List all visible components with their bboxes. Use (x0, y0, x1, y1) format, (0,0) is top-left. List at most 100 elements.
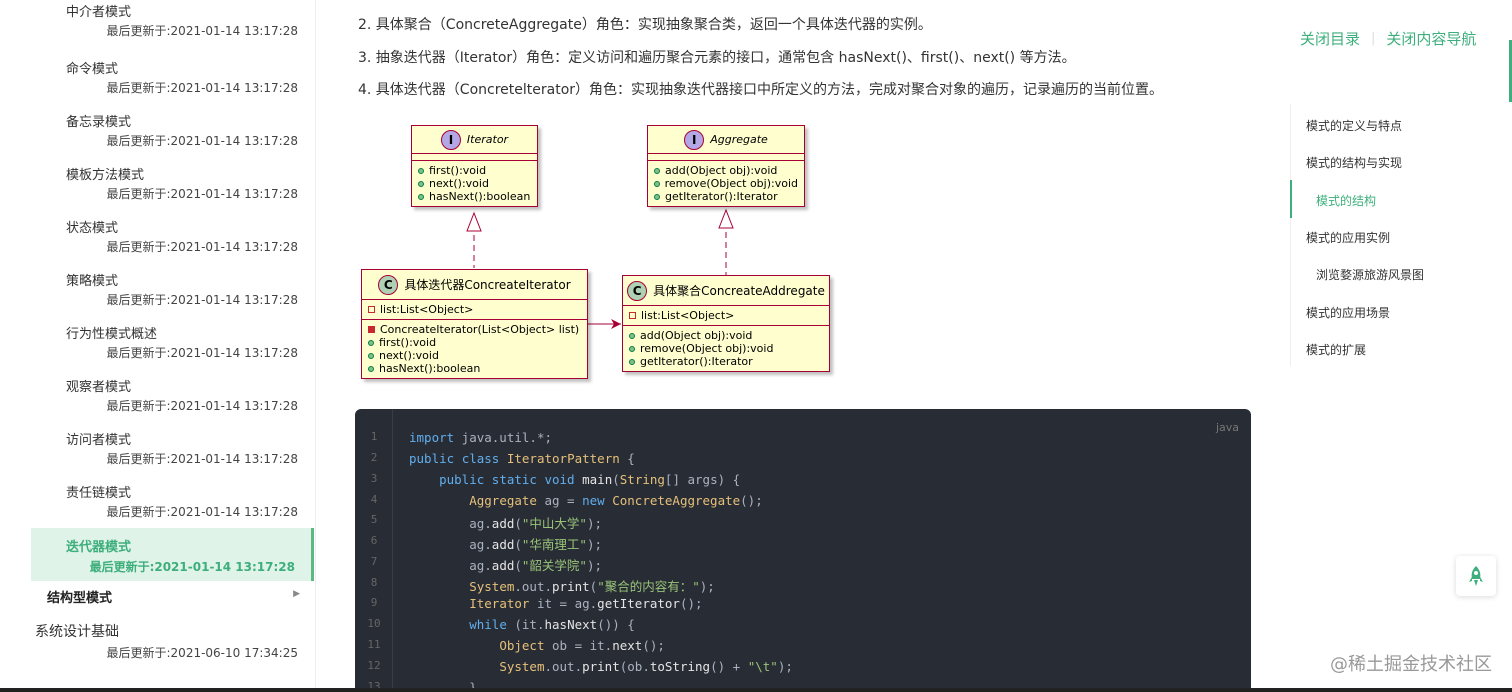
sidebar-item-date: 最后更新于:2021-01-14 13:17:28 (106, 452, 299, 466)
line-number: 10 (367, 617, 381, 630)
uml-field: list:List<Object> (641, 309, 735, 322)
toc-item-extension[interactable]: 模式的扩展 (1306, 343, 1367, 357)
code-line: 4 Aggregate ag = new ConcreteAggregate()… (355, 493, 1251, 513)
sidebar-item-date: 最后更新于:2021-01-14 13:17:28 (89, 560, 295, 574)
sidebar-item-memento[interactable]: 备忘录模式 最后更新于:2021-01-14 13:17:28 (31, 106, 314, 159)
uml-class-iterator: I Iterator first():void next():void hasN… (411, 125, 538, 207)
toc-item-scenarios[interactable]: 模式的应用场景 (1306, 306, 1391, 320)
line-number: 8 (370, 576, 378, 589)
code-gutter (355, 409, 393, 692)
line-number: 3 (370, 472, 378, 485)
sidebar-item-mediator[interactable]: 中介者模式 最后更新于:2021-01-14 13:17:28 (31, 0, 314, 49)
toc-item-structure-impl[interactable]: 模式的结构与实现 (1306, 156, 1403, 170)
line-number: 6 (370, 534, 378, 547)
line-number: 12 (367, 659, 381, 672)
sidebar-item-title: 系统设计基础 (35, 624, 119, 640)
public-method-icon (629, 358, 635, 365)
uml-method: hasNext():boolean (379, 362, 481, 375)
uml-class-name: 具体聚合ConcreateAddregate (653, 284, 825, 298)
sidebar-item-title: 状态模式 (66, 221, 119, 236)
interface-icon: I (440, 129, 461, 150)
taskbar-edge (0, 688, 1512, 692)
toc-item-example[interactable]: 模式的应用实例 (1306, 231, 1391, 245)
sidebar-item-template-method[interactable]: 模板方法模式 最后更新于:2021-01-14 13:17:28 (31, 159, 314, 212)
public-method-icon (654, 180, 660, 187)
sidebar-item-title: 中介者模式 (66, 5, 132, 20)
public-method-icon (629, 345, 635, 352)
uml-connectors (466, 208, 734, 329)
sidebar-item-date: 最后更新于:2021-01-14 13:17:28 (106, 81, 299, 95)
rocket-icon (1469, 566, 1483, 586)
public-method-icon (368, 365, 374, 372)
uml-fields (648, 154, 804, 161)
uml-class-name: 具体迭代器ConcreateIterator (404, 278, 571, 292)
uml-method: getIterator():Iterator (665, 190, 778, 203)
uml-class-concrete-iterator: C 具体迭代器ConcreateIterator list:List<Objec… (361, 269, 588, 379)
code-language-label: java (1215, 421, 1239, 434)
code-line: 7 ag.add("韶关学院"); (355, 555, 1251, 575)
sidebar-item-state[interactable]: 状态模式 最后更新于:2021-01-14 13:17:28 (31, 212, 314, 265)
toc-active-indicator (1290, 180, 1292, 218)
code-line: 10 while (it.hasNext()) { (355, 617, 1251, 637)
uml-method: add(Object obj):void (640, 329, 753, 342)
sidebar-item-date: 最后更新于:2021-01-14 13:17:28 (106, 505, 299, 519)
sidebar-item-date: 最后更新于:2021-01-14 13:17:28 (106, 399, 299, 413)
close-nav-button[interactable]: 关闭内容导航 (1386, 30, 1477, 48)
sidebar-item-title: 策略模式 (66, 274, 119, 289)
sidebar-item-date: 最后更新于:2021-01-14 13:17:28 (106, 134, 299, 148)
toc-item-definition[interactable]: 模式的定义与特点 (1306, 119, 1403, 133)
class-icon: C (627, 280, 648, 301)
separator: | (1371, 31, 1376, 46)
sidebar-item-behavioral-overview[interactable]: 行为性模式概述 最后更新于:2021-01-14 13:17:28 (31, 318, 314, 371)
sidebar-item-date: 最后更新于:2021-01-14 13:17:28 (106, 346, 299, 360)
uml-method: getIterator():Iterator (640, 355, 753, 368)
code-line: 5 ag.add("中山大学"); (355, 513, 1251, 533)
toc-controls: 关闭目录 | 关闭内容导航 (1300, 28, 1476, 49)
main-content: 2. 具体聚合（ConcreteAggregate）角色：实现抽象聚合类，返回一… (316, 0, 1276, 692)
sidebar-item-chain-of-responsibility[interactable]: 责任链模式 最后更新于:2021-01-14 13:17:28 (31, 477, 314, 530)
public-method-icon (368, 339, 374, 346)
uml-methods: add(Object obj):void remove(Object obj):… (623, 326, 829, 371)
sidebar-item-title: 模板方法模式 (66, 168, 145, 183)
close-toc-button[interactable]: 关闭目录 (1300, 30, 1361, 48)
public-method-icon (418, 167, 424, 174)
interface-icon: I (684, 129, 705, 150)
toc-item-wuyuan[interactable]: 浏览婺源旅游风景图 (1316, 268, 1425, 282)
sidebar-item-strategy[interactable]: 策略模式 最后更新于:2021-01-14 13:17:28 (31, 265, 314, 318)
chevron-right-icon: ▶ (293, 589, 300, 599)
sidebar-section-structural[interactable]: 结构型模式 ▶ (31, 582, 314, 610)
uml-fields: list:List<Object> (362, 300, 587, 320)
sidebar-item-title: 命令模式 (66, 62, 119, 77)
paragraph: 2. 具体聚合（ConcreteAggregate）角色：实现抽象聚合类，返回一… (358, 17, 932, 33)
uml-fields (412, 154, 537, 161)
sidebar-item-iterator[interactable]: 迭代器模式 最后更新于:2021-01-14 13:17:28 (31, 528, 314, 581)
watermark: @稀土掘金技术社区 (1330, 654, 1492, 675)
uml-methods: ConcreateIterator(List<Object> list) fir… (362, 320, 587, 378)
sidebar-item-observer[interactable]: 观察者模式 最后更新于:2021-01-14 13:17:28 (31, 371, 314, 424)
private-method-icon (368, 326, 375, 333)
sidebar-item-title: 迭代器模式 (66, 540, 132, 555)
code-line: 3 public static void main(String[] args)… (355, 472, 1251, 492)
public-method-icon (654, 193, 660, 200)
uml-method: first():void (379, 336, 437, 349)
sidebar-item-title: 访问者模式 (66, 433, 132, 448)
uml-class-concrete-aggregate: C 具体聚合ConcreateAddregate list:List<Objec… (622, 275, 830, 372)
scroll-indicator (1509, 40, 1512, 102)
back-to-top-button[interactable] (1456, 556, 1496, 596)
sidebar-item-visitor[interactable]: 访问者模式 最后更新于:2021-01-14 13:17:28 (31, 424, 314, 477)
public-method-icon (418, 180, 424, 187)
public-method-icon (418, 193, 424, 200)
uml-method: first():void (429, 164, 487, 177)
private-field-icon (368, 306, 375, 313)
sidebar-item-command[interactable]: 命令模式 最后更新于:2021-01-14 13:17:28 (31, 53, 314, 106)
code-line: 9 Iterator it = ag.getIterator(); (355, 596, 1251, 616)
class-icon: C (378, 274, 399, 295)
sidebar-item-title: 备忘录模式 (66, 115, 132, 130)
code-line: 11 Object ob = it.next(); (355, 638, 1251, 658)
sidebar-item-system-design[interactable]: 系统设计基础 最后更新于:2021-06-10 17:34:25 (0, 616, 314, 666)
sidebar-item-date: 最后更新于:2021-06-10 17:34:25 (106, 646, 299, 660)
toc-item-structure[interactable]: 模式的结构 (1316, 194, 1377, 208)
